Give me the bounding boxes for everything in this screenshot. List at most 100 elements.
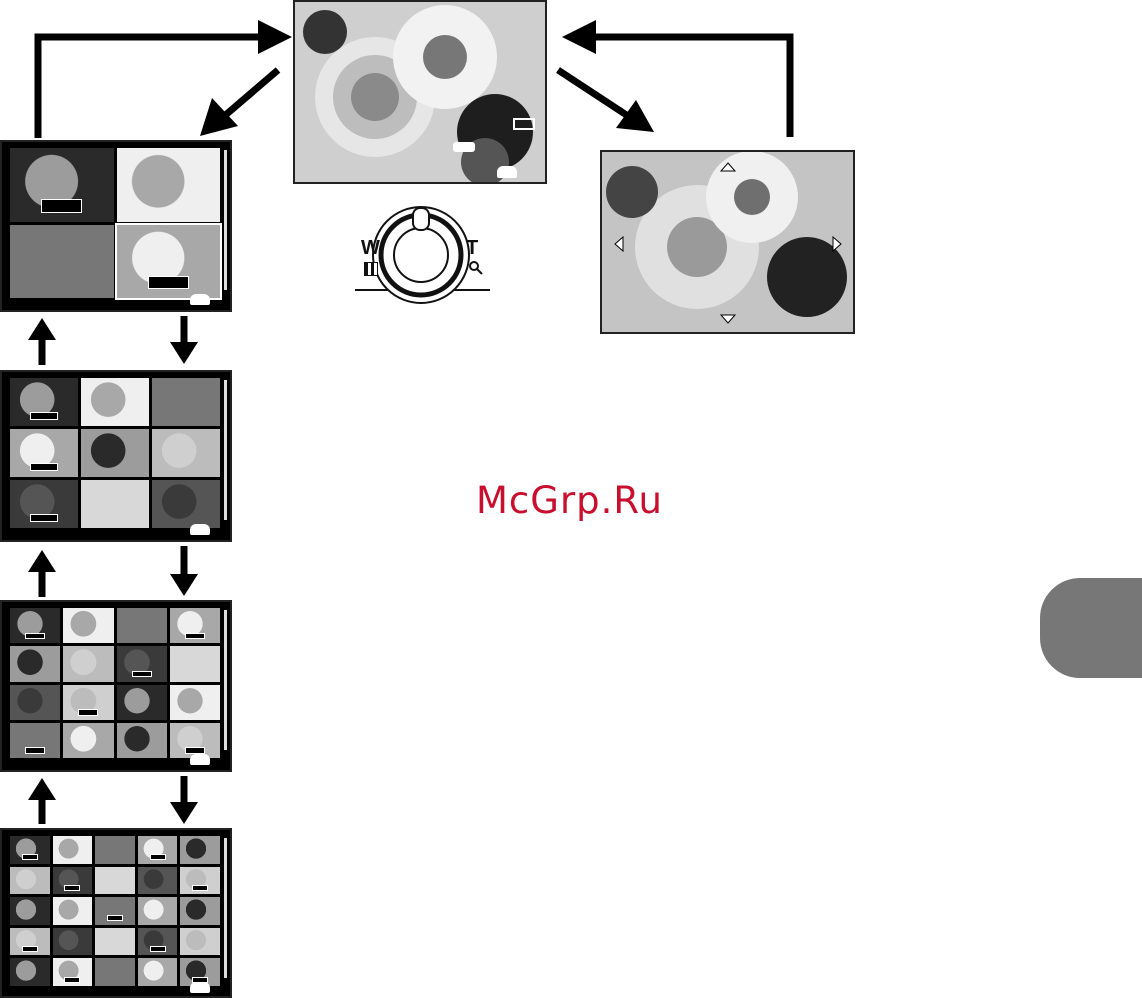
section-tab <box>1040 578 1142 678</box>
thumbnail-image[interactable] <box>117 148 221 222</box>
arrow-grid4-to-grid9 <box>170 316 198 364</box>
scrollbar[interactable] <box>224 380 227 520</box>
lock-icon <box>107 915 123 921</box>
thumbnail-image[interactable] <box>10 867 50 895</box>
thumbnail-image[interactable] <box>170 646 220 681</box>
arrow-left-icon <box>614 236 624 252</box>
thumbnail-image[interactable] <box>138 928 178 956</box>
thumbnail-image[interactable] <box>180 867 220 895</box>
arrow-up-icon <box>720 162 736 172</box>
thumbnail-image[interactable] <box>138 958 178 986</box>
thumbnail-image[interactable] <box>95 867 135 895</box>
arrow-zoom-to-full <box>584 37 790 137</box>
watermark-text: McGrp.Ru <box>476 479 663 522</box>
thumbnail-image[interactable] <box>10 897 50 925</box>
thumbnail-image[interactable] <box>81 480 149 528</box>
thumbnail-image[interactable] <box>53 958 93 986</box>
lock-icon <box>185 747 205 753</box>
thumbnail-image[interactable] <box>10 685 60 720</box>
thumbnail-image[interactable] <box>81 378 149 426</box>
wide-label: W <box>361 237 380 260</box>
arrow-zoom-to-full-head <box>562 20 596 54</box>
arrow-down-icon <box>720 314 736 324</box>
scrollbar[interactable] <box>224 150 227 290</box>
thumbnail-image[interactable] <box>170 685 220 720</box>
thumbnail-image[interactable] <box>10 836 50 864</box>
arrow-grid16-to-grid9 <box>28 550 56 597</box>
lock-icon <box>150 854 166 860</box>
magnifier-icon <box>469 261 483 275</box>
arrow-grid9-to-grid16 <box>170 546 198 596</box>
scrollbar[interactable] <box>224 838 227 978</box>
thumbnail-image[interactable] <box>63 685 113 720</box>
thumbnail-image[interactable] <box>170 723 220 758</box>
lock-icon <box>25 747 45 753</box>
flower-image-photo <box>295 2 545 182</box>
thumbnail-image[interactable] <box>10 646 60 681</box>
lock-icon <box>148 276 189 289</box>
thumbnail-image[interactable] <box>152 378 220 426</box>
lock-icon <box>30 412 57 421</box>
thumbnail-image[interactable] <box>10 148 114 222</box>
thumbnail-image[interactable] <box>10 958 50 986</box>
lock-icon <box>150 946 166 952</box>
thumbnail-grid-25-screen <box>0 828 232 998</box>
thumbnail-image[interactable] <box>53 897 93 925</box>
thumbnail-image[interactable] <box>10 723 60 758</box>
thumbnail-image[interactable] <box>10 429 78 477</box>
thumbnail-image[interactable] <box>138 867 178 895</box>
lock-icon <box>41 199 82 212</box>
thumbnail-image[interactable] <box>117 723 167 758</box>
lock-icon <box>22 946 38 952</box>
lock-icon <box>192 885 208 891</box>
lock-icon <box>30 514 57 523</box>
arrow-grid4-to-full-head <box>258 20 292 54</box>
scrollbar[interactable] <box>224 610 227 750</box>
lock-icon <box>30 463 57 472</box>
file-icon <box>453 142 475 152</box>
thumbnail-image[interactable] <box>63 723 113 758</box>
thumbnail-image[interactable] <box>152 480 220 528</box>
thumbnail-image[interactable] <box>117 608 167 643</box>
lock-icon <box>132 671 152 677</box>
thumbnail-image[interactable] <box>138 897 178 925</box>
thumbnail-image[interactable] <box>10 480 78 528</box>
thumbnail-image[interactable] <box>95 836 135 864</box>
thumbnail-image[interactable] <box>63 608 113 643</box>
thumbnail-image[interactable] <box>180 836 220 864</box>
thumbnail-image[interactable] <box>170 608 220 643</box>
thumbnail-image[interactable] <box>180 928 220 956</box>
thumbnail-image[interactable] <box>117 685 167 720</box>
thumbnail-image[interactable] <box>81 429 149 477</box>
thumbnail-image[interactable] <box>95 958 135 986</box>
single-image-playback-screen <box>293 0 547 184</box>
thumbnail-image[interactable] <box>95 928 135 956</box>
camera-mode-icon <box>190 754 210 765</box>
arrow-grid4-to-full <box>38 37 270 138</box>
thumbnail-image[interactable] <box>117 646 167 681</box>
lock-icon <box>64 977 80 983</box>
thumbnail-image[interactable] <box>117 225 221 299</box>
camera-mode-icon <box>190 524 210 535</box>
thumbnail-image[interactable] <box>10 608 60 643</box>
arrow-grid25-to-grid16 <box>28 778 56 824</box>
arrow-full-to-zoom <box>558 70 628 116</box>
thumbnail-image[interactable] <box>53 836 93 864</box>
zoomed-flower-photo <box>602 152 853 332</box>
lock-icon <box>22 854 38 860</box>
thumbnail-image[interactable] <box>10 378 78 426</box>
thumbnail-image[interactable] <box>138 836 178 864</box>
thumbnail-image[interactable] <box>53 928 93 956</box>
thumbnail-grid-9-screen <box>0 370 232 542</box>
camera-mode-icon <box>190 294 210 305</box>
thumbnail-image[interactable] <box>152 429 220 477</box>
thumbnail-image[interactable] <box>10 225 114 299</box>
lock-icon <box>185 633 205 639</box>
thumbnail-image[interactable] <box>63 646 113 681</box>
thumbnail-image[interactable] <box>95 897 135 925</box>
arrow-grid16-to-grid25 <box>170 776 198 824</box>
thumbnail-image[interactable] <box>180 897 220 925</box>
thumbnail-image[interactable] <box>10 928 50 956</box>
camera-mode-icon <box>190 982 210 993</box>
thumbnail-image[interactable] <box>53 867 93 895</box>
